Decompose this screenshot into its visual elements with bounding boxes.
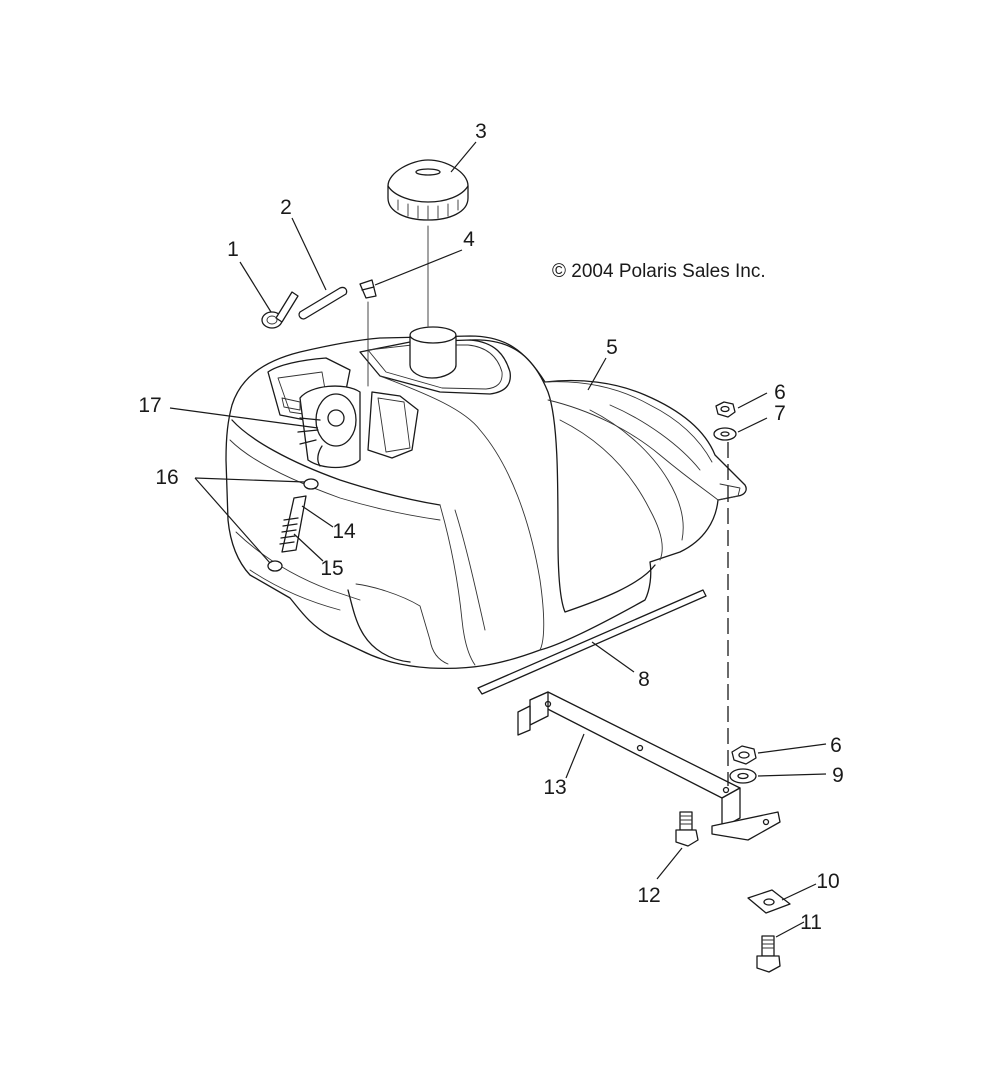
plate-washer [747,889,791,914]
callout-13: 13 [543,776,566,799]
mounting-bracket [517,691,781,841]
callout-1: 1 [227,238,239,261]
fuel-pump-assembly [281,385,361,469]
callout-16: 16 [155,466,178,489]
callout-10: 10 [816,870,839,893]
callout-6-upper: 6 [774,381,786,404]
filler-neck [409,326,457,379]
nut-upper [715,401,736,418]
fuel-cap [387,159,469,221]
callout-17: 17 [138,394,161,417]
callout-2: 2 [280,196,292,219]
callout-3: 3 [475,120,487,143]
callout-6-lower: 6 [830,734,842,757]
callout-9: 9 [832,764,844,787]
callout-11: 11 [800,911,822,934]
vent-fitting [359,279,377,299]
callout-14: 14 [332,520,356,543]
spring [279,517,299,545]
bolt-bracket [675,811,699,847]
hose-clamp [261,291,299,329]
washer-upper [713,427,737,441]
callout-5: 5 [606,336,618,359]
copyright-notice: © 2004 Polaris Sales Inc. [552,261,766,282]
washer-lower [729,768,757,784]
leader-lines [169,141,827,938]
nut-lower [731,745,757,765]
callout-4: 4 [463,228,475,251]
callout-12: 12 [637,884,660,907]
callout-labels: 1 2 3 4 5 6 7 17 16 14 15 8 6 9 13 12 10… [138,120,844,934]
callout-7: 7 [774,402,786,425]
bolt-lower [756,935,781,973]
callout-8: 8 [638,668,650,691]
hose-clamps [267,478,319,572]
vent-hose [298,286,348,320]
callout-15: 15 [320,557,343,580]
